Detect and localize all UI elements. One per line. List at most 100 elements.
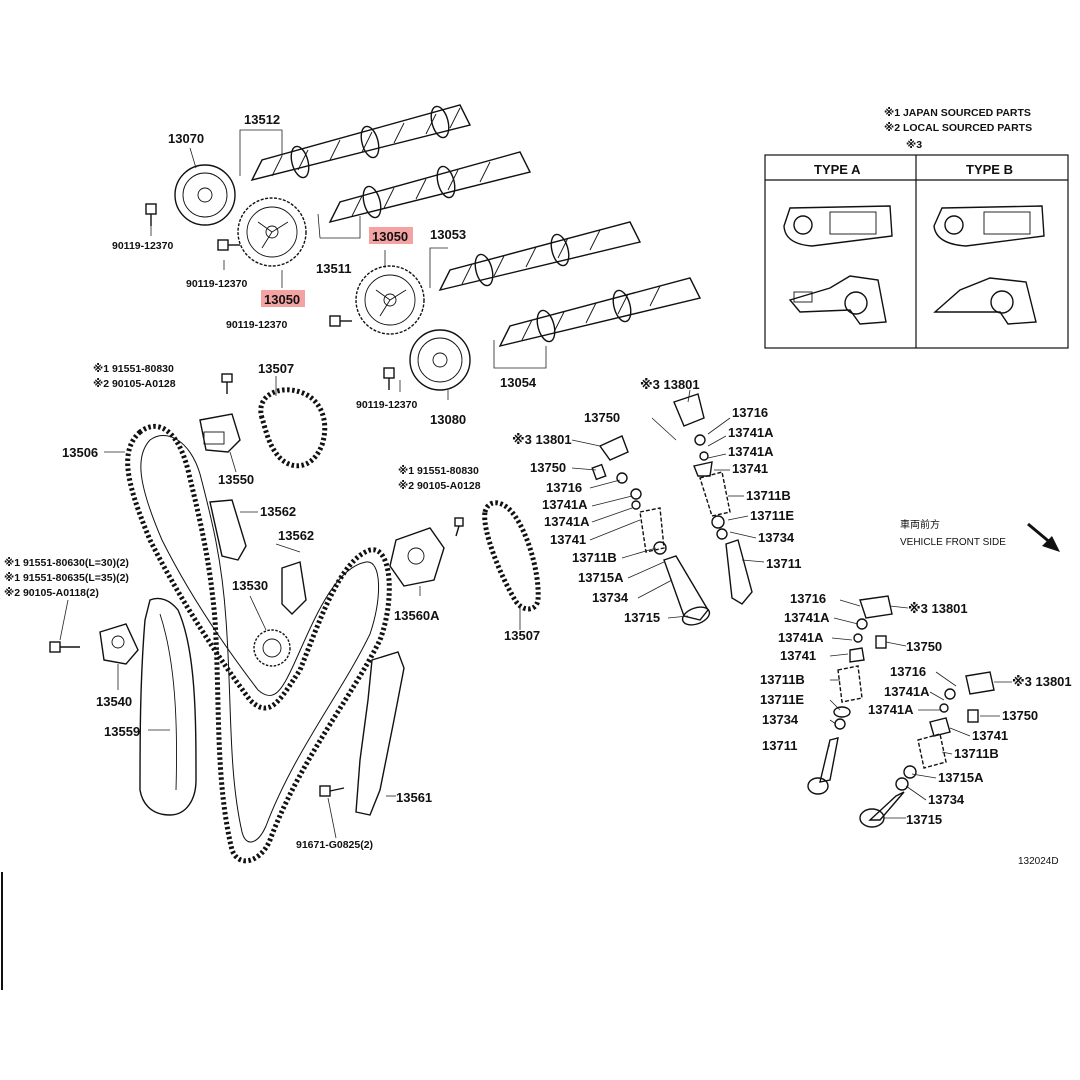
vvt-gear-13050-left [237, 197, 307, 267]
label-13734-b: 13734 [592, 590, 629, 605]
diagram-code: 132024D [1018, 856, 1059, 867]
label-90119-c: 90119-12370 [226, 319, 287, 331]
label-13050-left: 13050 [264, 292, 300, 307]
note-3: ※3 [906, 139, 922, 151]
label-91551-80630: ※1 91551-80630(L=30)(2) [4, 557, 129, 569]
highlight-13050-left [261, 290, 305, 307]
note-japan-sourced: ※1 JAPAN SOURCED PARTS [884, 107, 1031, 119]
label-13750-b: 13750 [530, 460, 566, 475]
vehicle-front-english: VEHICLE FRONT SIDE [900, 537, 1006, 548]
label-13741a-b2: 13741A [544, 514, 590, 529]
label-13507-top: 13507 [258, 361, 294, 376]
chain-guide-13561 [355, 651, 405, 816]
camshaft-13512 [250, 104, 472, 182]
label-13053: 13053 [430, 227, 466, 242]
bolt-icon-90119-c [329, 315, 352, 327]
secondary-chain-13507-top [258, 387, 328, 469]
label-13801-b: ※3 13801 [512, 432, 572, 447]
label-13711b-b: 13711B [572, 550, 617, 565]
label-13507-right: 13507 [504, 628, 540, 643]
label-90119-b: 90119-12370 [186, 278, 247, 290]
label-13741a-d2: 13741A [868, 702, 914, 717]
vvt-gear-13050-right [355, 265, 425, 335]
label-13801-d: ※3 13801 [1012, 674, 1072, 689]
label-13741a-a1: 13741A [728, 425, 774, 440]
highlight-13050-right [369, 227, 413, 244]
label-13750-a: 13750 [584, 410, 620, 425]
label-13741a-b1: 13741A [542, 497, 588, 512]
chain-damper-13562-b [281, 561, 307, 615]
label-13741a-d1: 13741A [884, 684, 930, 699]
label-13716-c: 13716 [790, 591, 826, 606]
label-90105-a0128-top: ※2 90105-A0128 [93, 378, 176, 390]
bolt-icon-91551-mid [454, 517, 464, 537]
label-13711e-a: 13711E [750, 508, 794, 523]
label-13511: 13511 [316, 261, 351, 276]
chain-guide-13559 [139, 597, 197, 816]
label-13562-b: 13562 [278, 528, 314, 543]
rocker-arm-type-b-side [933, 277, 1037, 325]
chain-damper-13562-a [209, 499, 247, 561]
label-91551-80830-top: ※1 91551-80830 [93, 363, 174, 375]
label-13715a-d: 13715A [938, 770, 984, 785]
bolt-icon-90119-d [383, 367, 395, 390]
label-13715a-b: 13715A [578, 570, 624, 585]
note-local-sourced: ※2 LOCAL SOURCED PARTS [884, 122, 1032, 134]
label-13562-a: 13562 [260, 504, 296, 519]
leaders-top [150, 129, 547, 400]
label-13801-c: ※3 13801 [908, 601, 968, 616]
label-13750-d: 13750 [1002, 708, 1038, 723]
tensioner-13560a [389, 527, 445, 587]
label-13540: 13540 [96, 694, 132, 709]
label-91671-g0825: 91671-G0825(2) [296, 839, 373, 851]
label-13750-c: 13750 [906, 639, 942, 654]
label-90105-a0128-mid: ※2 90105-A0128 [398, 480, 481, 492]
timing-chain-13506 [125, 423, 392, 864]
rocker-arm-type-a-side [788, 275, 887, 325]
label-13741-c: 13741 [780, 648, 816, 663]
label-13741-b: 13741 [550, 532, 586, 547]
label-13550: 13550 [218, 472, 254, 487]
bolt-icon-91551-top [221, 373, 233, 394]
label-13080: 13080 [430, 412, 466, 427]
label-13716-b: 13716 [546, 480, 582, 495]
rocker-type-box: TYPE A TYPE B [764, 154, 1069, 349]
rocker-arm-type-a-top [783, 205, 893, 247]
label-91551-80635: ※1 91551-80635(L=35)(2) [4, 572, 129, 584]
type-b-label: TYPE B [966, 162, 1013, 177]
label-90105-a0118: ※2 90105-A0118(2) [4, 587, 99, 599]
label-91551-80830-mid: ※1 91551-80830 [398, 465, 479, 477]
label-13530: 13530 [232, 578, 268, 593]
label-13711b-a: 13711B [746, 488, 791, 503]
label-13561: 13561 [396, 790, 432, 805]
label-13734-d: 13734 [928, 792, 965, 807]
label-13734-c: 13734 [762, 712, 799, 727]
label-13801-a: ※3 13801 [640, 377, 700, 392]
label-13741a-c2: 13741A [778, 630, 824, 645]
camshaft-13511 [328, 151, 532, 224]
camshaft-13054 [498, 277, 702, 348]
label-13716-d: 13716 [890, 664, 926, 679]
label-13560a: 13560A [394, 608, 440, 623]
vvt-gear-13070 [174, 164, 236, 226]
bolt-icon-91671 [319, 785, 345, 797]
label-13715-d: 13715 [906, 812, 942, 827]
tensioner-13540 [99, 623, 139, 665]
label-90119-a: 90119-12370 [112, 240, 173, 252]
arrow-down-right-icon [1027, 522, 1060, 552]
rocker-arm-type-b-top [933, 205, 1045, 247]
label-13070: 13070 [168, 131, 204, 146]
bolt-icon-91551-left [49, 641, 80, 653]
label-13711-a: 13711 [766, 556, 801, 571]
sprocket-13530 [253, 629, 291, 667]
label-13741-a: 13741 [732, 461, 768, 476]
label-13711e-c: 13711E [760, 692, 804, 707]
bolt-icon-90119-a [145, 203, 157, 226]
label-13741a-a2: 13741A [728, 444, 774, 459]
label-13741-d: 13741 [972, 728, 1008, 743]
bolt-icon-90119-b [217, 239, 240, 251]
leaders-middle [59, 376, 521, 839]
vehicle-front-japanese: 車両前方 [900, 518, 940, 531]
vvt-gear-13080 [409, 329, 471, 391]
